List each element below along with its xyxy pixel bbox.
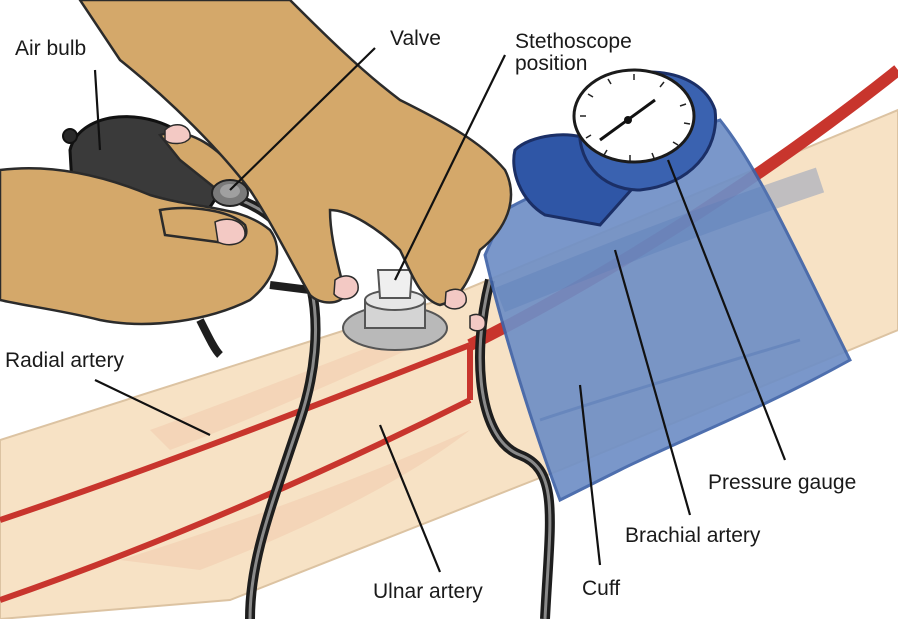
- label-radial-artery: Radial artery: [5, 349, 125, 372]
- label-cuff: Cuff: [582, 577, 620, 600]
- radial-artery: [0, 342, 472, 523]
- leader-pressure-gauge: [666, 159, 787, 461]
- label-valve: Valve: [390, 27, 441, 50]
- right-hand: [78, 0, 513, 332]
- labels: Air bulb Valve Stethoscope position Radi…: [5, 27, 856, 603]
- pressure-gauge-icon: [512, 68, 718, 227]
- ulnar-artery: [0, 397, 472, 603]
- valve-icon: [211, 179, 249, 207]
- label-ulnar-artery: Ulnar artery: [373, 580, 483, 603]
- leader-ulnar-artery: [378, 424, 442, 573]
- leader-valve: [229, 47, 376, 191]
- stethoscope-chestpiece-icon: [342, 269, 448, 351]
- leader-air-bulb: [93, 69, 102, 151]
- label-stethoscope-line1: Stethoscope: [515, 30, 632, 53]
- leader-brachial-artery: [613, 249, 692, 516]
- label-air-bulb: Air bulb: [15, 37, 86, 60]
- leader-cuff: [578, 384, 602, 566]
- label-brachial-artery: Brachial artery: [625, 524, 761, 547]
- leader-radial-artery: [94, 379, 211, 436]
- label-stethoscope-line2: position: [515, 52, 587, 75]
- leader-stethoscope: [394, 54, 506, 281]
- label-pressure-gauge: Pressure gauge: [708, 471, 856, 494]
- leader-lines: [93, 47, 787, 573]
